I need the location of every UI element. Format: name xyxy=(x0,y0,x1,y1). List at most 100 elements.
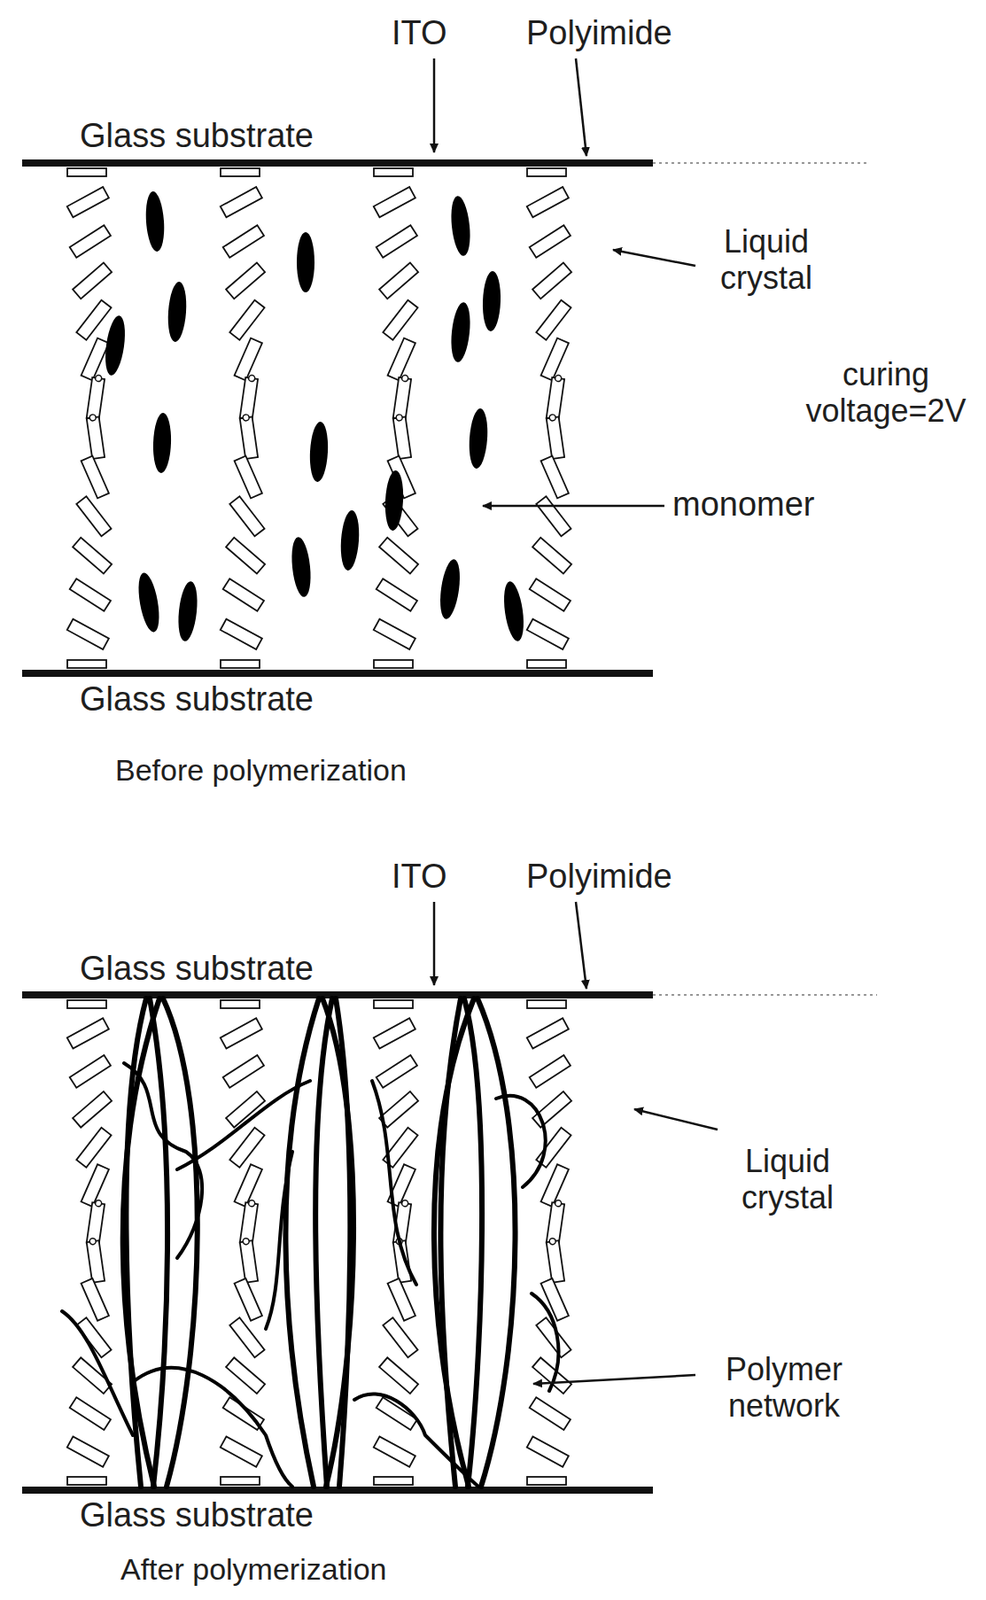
lc-rod xyxy=(535,496,571,536)
polyimide-pad xyxy=(373,168,413,177)
monomer xyxy=(289,535,314,598)
polyimide-pad xyxy=(373,1476,413,1485)
part-label: Polyimide xyxy=(524,14,675,54)
polyimide-pad xyxy=(220,1000,260,1009)
lc-rod xyxy=(223,578,264,612)
lc-rod xyxy=(373,186,416,218)
lc-rod xyxy=(529,225,571,258)
lc-rod xyxy=(86,374,106,420)
lc-rod xyxy=(85,413,105,459)
lc-rod xyxy=(234,456,263,499)
polyimide-pad xyxy=(67,168,107,177)
polymer-strand xyxy=(285,998,354,1487)
polymer-strand xyxy=(372,1080,417,1285)
lc-rod xyxy=(67,186,109,218)
monomers xyxy=(101,190,527,643)
lc-rod xyxy=(545,1237,565,1283)
lc-rod xyxy=(223,225,264,258)
lc-rod xyxy=(234,1278,263,1321)
dotted-guide xyxy=(652,993,878,996)
lc-rod xyxy=(527,1017,569,1049)
lc-rod xyxy=(69,1055,111,1088)
lc-molecules xyxy=(67,168,572,1485)
part-label: ITO xyxy=(389,14,450,54)
lc-rod xyxy=(220,619,263,650)
monomer xyxy=(449,301,474,364)
lc-rod xyxy=(76,1127,111,1168)
polymer-strand xyxy=(496,1095,546,1188)
polymer-strand xyxy=(354,1394,479,1487)
lc-rod xyxy=(234,338,263,381)
lc-rod xyxy=(376,1055,418,1088)
lc-rod xyxy=(69,225,111,258)
polymer-strand xyxy=(315,998,350,1487)
lc-rod xyxy=(546,374,566,420)
monomer xyxy=(481,271,502,333)
polyimide-pad xyxy=(527,1000,567,1009)
monomer xyxy=(308,421,330,483)
monomer xyxy=(134,571,164,634)
lc-rod xyxy=(76,496,111,536)
lc-rod xyxy=(392,413,412,459)
part-label: ITO xyxy=(389,857,450,897)
lc-rod xyxy=(67,1017,109,1049)
lc-rod xyxy=(535,300,571,341)
monomer xyxy=(152,412,172,474)
lc-rod xyxy=(532,263,572,300)
lc-rod xyxy=(239,413,258,459)
lc-rod xyxy=(76,300,111,341)
polymer-strand xyxy=(125,998,168,1487)
lc-rod xyxy=(220,1017,263,1049)
lc-rod xyxy=(81,456,109,499)
part-label: Glass substrate xyxy=(77,1496,316,1536)
lc-rod xyxy=(379,1357,419,1394)
lc-rod xyxy=(67,1436,109,1467)
lc-rod xyxy=(81,338,109,381)
monomer xyxy=(383,470,405,532)
lc-rod xyxy=(388,1278,416,1321)
polyimide-pad xyxy=(67,1000,107,1009)
polyimide-pad xyxy=(220,1476,260,1485)
lc-rod xyxy=(382,300,418,341)
lc-rod xyxy=(85,1237,105,1283)
monomer xyxy=(436,558,463,621)
polyimide-pad xyxy=(527,659,567,668)
polyimide-pad xyxy=(373,659,413,668)
lc-rod xyxy=(527,619,569,650)
polymer-network xyxy=(62,998,559,1487)
lc-rod xyxy=(220,1436,263,1467)
polyimide-pad xyxy=(220,659,260,668)
glass-plate xyxy=(22,669,653,677)
lc-rod xyxy=(373,1017,416,1049)
monomer xyxy=(296,232,315,293)
polyimide-pad xyxy=(373,1000,413,1009)
lc-rod xyxy=(240,1199,259,1245)
polymer-strand xyxy=(62,1311,133,1436)
part-label: Glass substrate xyxy=(77,680,316,720)
lc-rod xyxy=(225,537,265,575)
polyimide-pad xyxy=(220,168,260,177)
lc-rod xyxy=(529,578,571,612)
monomer xyxy=(166,280,189,342)
lc-rod xyxy=(532,1091,572,1128)
lc-rod xyxy=(81,1164,109,1207)
lc-rod xyxy=(393,374,412,420)
lc-rod xyxy=(527,186,569,218)
part-label: monomer xyxy=(670,485,817,525)
lc-rod xyxy=(81,1278,109,1321)
polyimide-pad xyxy=(527,168,567,177)
lc-rod xyxy=(225,1357,265,1394)
polymer-strand xyxy=(265,1151,293,1329)
lc-rod xyxy=(223,1055,264,1088)
lc-rod xyxy=(379,1091,419,1128)
lc-rod xyxy=(373,619,416,650)
polyimide-pad xyxy=(67,1476,107,1485)
lc-rod xyxy=(229,496,264,536)
part-label: Liquid crystal xyxy=(698,223,835,297)
lc-rod xyxy=(546,1199,566,1245)
part-label: Polymer network xyxy=(698,1350,870,1425)
polyimide-pad xyxy=(67,659,107,668)
lc-rod xyxy=(541,1164,569,1207)
panel-caption: Before polymerization xyxy=(113,753,409,788)
polymer-strand xyxy=(531,1293,559,1391)
